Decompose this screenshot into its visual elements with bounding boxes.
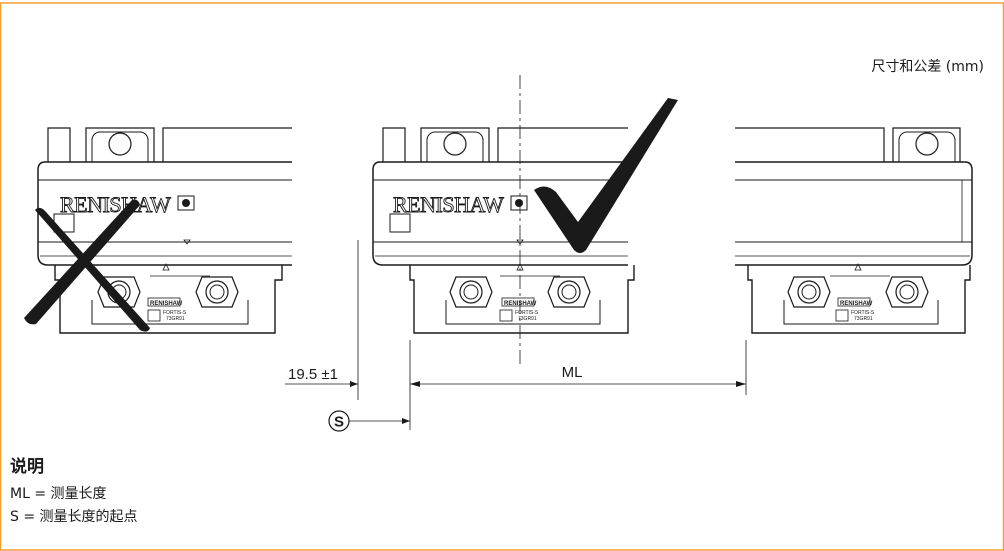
- svg-text:RENISHAW: RENISHAW: [150, 301, 183, 307]
- svg-text:RENISHAW: RENISHAW: [840, 301, 873, 307]
- svg-text:FORTIS-S: FORTIS-S: [851, 310, 875, 316]
- readhead-right: RENISHAW FORTIS-S 73GR91: [735, 127, 973, 334]
- offset-dimension: 19.5 ±1: [285, 240, 359, 400]
- legend-item-ml: ML = 测量长度: [10, 486, 107, 502]
- offset-dimension-label: 19.5 ±1: [288, 366, 338, 383]
- svg-text:FORTIS-S: FORTIS-S: [163, 310, 187, 316]
- svg-text:73GR91: 73GR91: [166, 316, 185, 322]
- measuring-length-dimension: ML: [409, 340, 747, 430]
- start-marker-label: S: [334, 414, 344, 431]
- svg-text:73GR91: 73GR91: [518, 316, 537, 322]
- brand-text-middle: RENISHAW: [393, 192, 504, 217]
- svg-text:FORTIS-S: FORTIS-S: [515, 310, 539, 316]
- start-marker: S: [328, 410, 410, 432]
- wrong-mark-cross: [24, 199, 150, 332]
- legend: 说明 ML = 测量长度 S = 测量长度的起点: [10, 452, 138, 529]
- measuring-length-label: ML: [562, 364, 583, 381]
- correct-mark-tick: [534, 98, 678, 253]
- readhead-left: RENISHAW RENISHAW FORTIS-S 73GR91: [37, 127, 292, 334]
- svg-text:73GR91: 73GR91: [854, 316, 873, 322]
- legend-item-s: S = 测量长度的起点: [10, 509, 138, 525]
- brand-text-left: RENISHAW: [60, 192, 171, 217]
- units-note: 尺寸和公差 (mm): [871, 59, 984, 75]
- legend-title: 说明: [10, 457, 44, 477]
